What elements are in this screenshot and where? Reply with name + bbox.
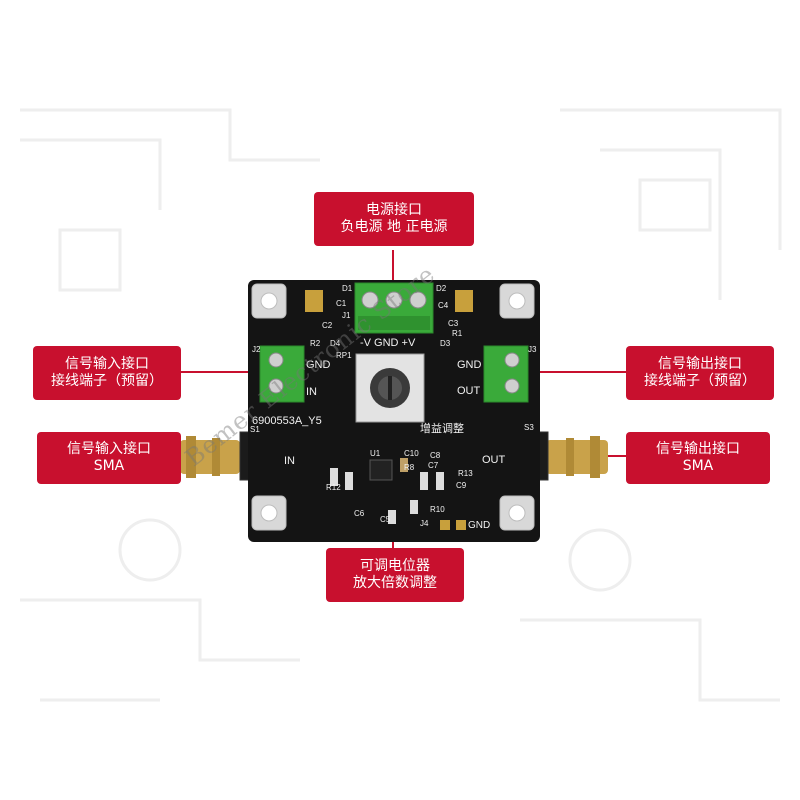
right-gnd-label: GND — [457, 359, 482, 371]
potentiometer — [355, 353, 425, 423]
c8-label: C8 — [430, 451, 441, 460]
d4-label: D4 — [330, 339, 341, 348]
callout-output-sma: 信号输出接口 SMA — [626, 432, 770, 484]
left-in-label: IN — [306, 386, 317, 398]
output-terminal-block — [483, 345, 529, 403]
u1-label: U1 — [370, 449, 381, 458]
c9-label: C9 — [456, 481, 467, 490]
callout-input-terminal: 信号输入接口 接线端子（预留） — [33, 346, 181, 400]
j1-label: J1 — [342, 311, 351, 320]
c4-label: C4 — [438, 301, 449, 310]
callout-input-sma-detail: SMA — [93, 458, 125, 474]
in-label: IN — [284, 455, 295, 467]
callout-input-sma-title: 信号输入接口 — [67, 440, 151, 457]
callout-input-sma: 信号输入接口 SMA — [37, 432, 181, 484]
callout-potentiometer: 可调电位器 放大倍数调整 — [326, 548, 464, 602]
callout-output-sma-title: 信号输出接口 — [656, 440, 740, 457]
callout-output-terminal-title: 信号输出接口 — [658, 355, 742, 372]
silkscreen: -V GND +V 6900553A_Y5 增益调整 IN OUT GND IN… — [250, 284, 537, 531]
r13-label: R13 — [458, 469, 473, 478]
callout-input-terminal-title: 信号输入接口 — [65, 355, 149, 372]
r2-label: R2 — [310, 339, 321, 348]
background-traces — [20, 108, 782, 702]
c10-label: C10 — [404, 449, 419, 458]
callout-power-detail: 负电源 地 正电源 — [340, 219, 448, 235]
c3-label: C3 — [448, 319, 459, 328]
callout-power-title: 电源接口 — [366, 201, 422, 218]
model-label: 6900553A_Y5 — [252, 415, 322, 427]
left-gnd-label: GND — [306, 359, 331, 371]
r12-label: R12 — [326, 483, 341, 492]
callout-input-terminal-detail: 接线端子（预留） — [51, 373, 163, 389]
s3-label: S3 — [524, 423, 534, 432]
c7-label: C7 — [428, 461, 439, 470]
callout-output-terminal-detail: 接线端子（预留） — [644, 373, 756, 389]
right-out-label: OUT — [457, 385, 481, 397]
mounting-holes — [251, 283, 535, 531]
d1-label: D1 — [342, 284, 353, 293]
r10-label: R10 — [430, 505, 445, 514]
callout-output-terminal: 信号输出接口 接线端子（预留） — [626, 346, 774, 400]
callout-power: 电源接口 负电源 地 正电源 — [314, 192, 474, 246]
gain-label: 增益调整 — [420, 421, 464, 435]
r8-label: R8 — [404, 463, 415, 472]
r1-label: R1 — [452, 329, 463, 338]
s1-label: S1 — [250, 425, 260, 434]
j4-gnd-label: GND — [468, 520, 490, 531]
input-terminal-block — [259, 345, 305, 403]
callout-potentiometer-title: 可调电位器 — [360, 557, 430, 574]
d3-label: D3 — [440, 339, 451, 348]
j2-label: J2 — [252, 345, 261, 354]
callout-output-sma-detail: SMA — [682, 458, 714, 474]
j4-label: J4 — [420, 519, 429, 528]
power-pins-label: -V GND +V — [360, 337, 416, 349]
out-label: OUT — [482, 454, 506, 466]
power-terminal-block — [354, 282, 434, 334]
c6-label: C6 — [354, 509, 365, 518]
d2-label: D2 — [436, 284, 447, 293]
smd-components — [305, 290, 473, 530]
j3-label: J3 — [528, 345, 537, 354]
c5-label: C5 — [380, 515, 391, 524]
rp1-label: RP1 — [336, 351, 352, 360]
c2-label: C2 — [322, 321, 333, 330]
callout-potentiometer-detail: 放大倍数调整 — [353, 575, 437, 591]
c1-label: C1 — [336, 299, 347, 308]
